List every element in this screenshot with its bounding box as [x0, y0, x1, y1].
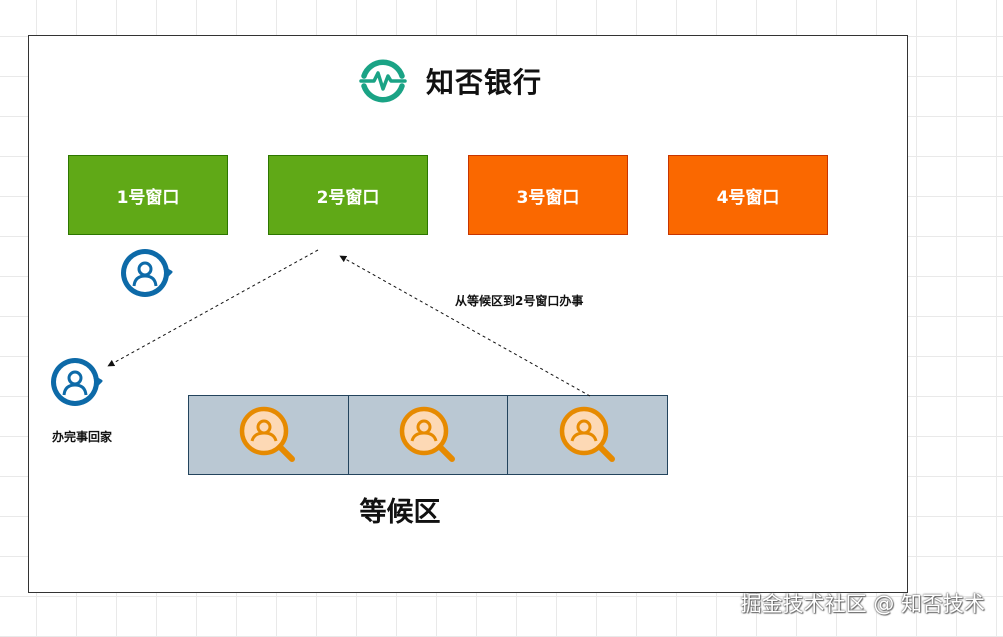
bank-name: 知否银行 — [426, 66, 543, 99]
window-1-label: 1号窗口 — [116, 187, 180, 208]
window-1: 1号窗口 — [68, 155, 228, 235]
bank-brand: 知否银行 — [358, 55, 542, 107]
window-2: 2号窗口 — [268, 155, 428, 235]
move-to-window-label: 从等候区到2号窗口办事 — [455, 294, 584, 308]
window-4-label: 4号窗口 — [716, 187, 780, 208]
user-circle-icon — [51, 358, 103, 406]
user-search-icon — [399, 406, 455, 462]
done-go-home-label: 办完事回家 — [52, 430, 113, 444]
window-2-label: 2号窗口 — [316, 187, 380, 208]
waiting-area-label: 等候区 — [359, 497, 441, 528]
user-search-icon — [240, 406, 296, 462]
waiting-area — [188, 395, 669, 475]
waiting-slot — [508, 395, 669, 475]
waiting-slot — [348, 395, 509, 475]
window-3: 3号窗口 — [468, 155, 628, 235]
window-4: 4号窗口 — [668, 155, 828, 235]
user-circle-icon — [121, 249, 173, 297]
pulse-circle-icon — [359, 59, 407, 103]
user-search-icon — [559, 406, 615, 462]
waiting-slot — [188, 395, 349, 475]
watermark: 掘金技术社区 @ 知否技术 — [740, 592, 985, 616]
window-3-label: 3号窗口 — [516, 187, 580, 208]
